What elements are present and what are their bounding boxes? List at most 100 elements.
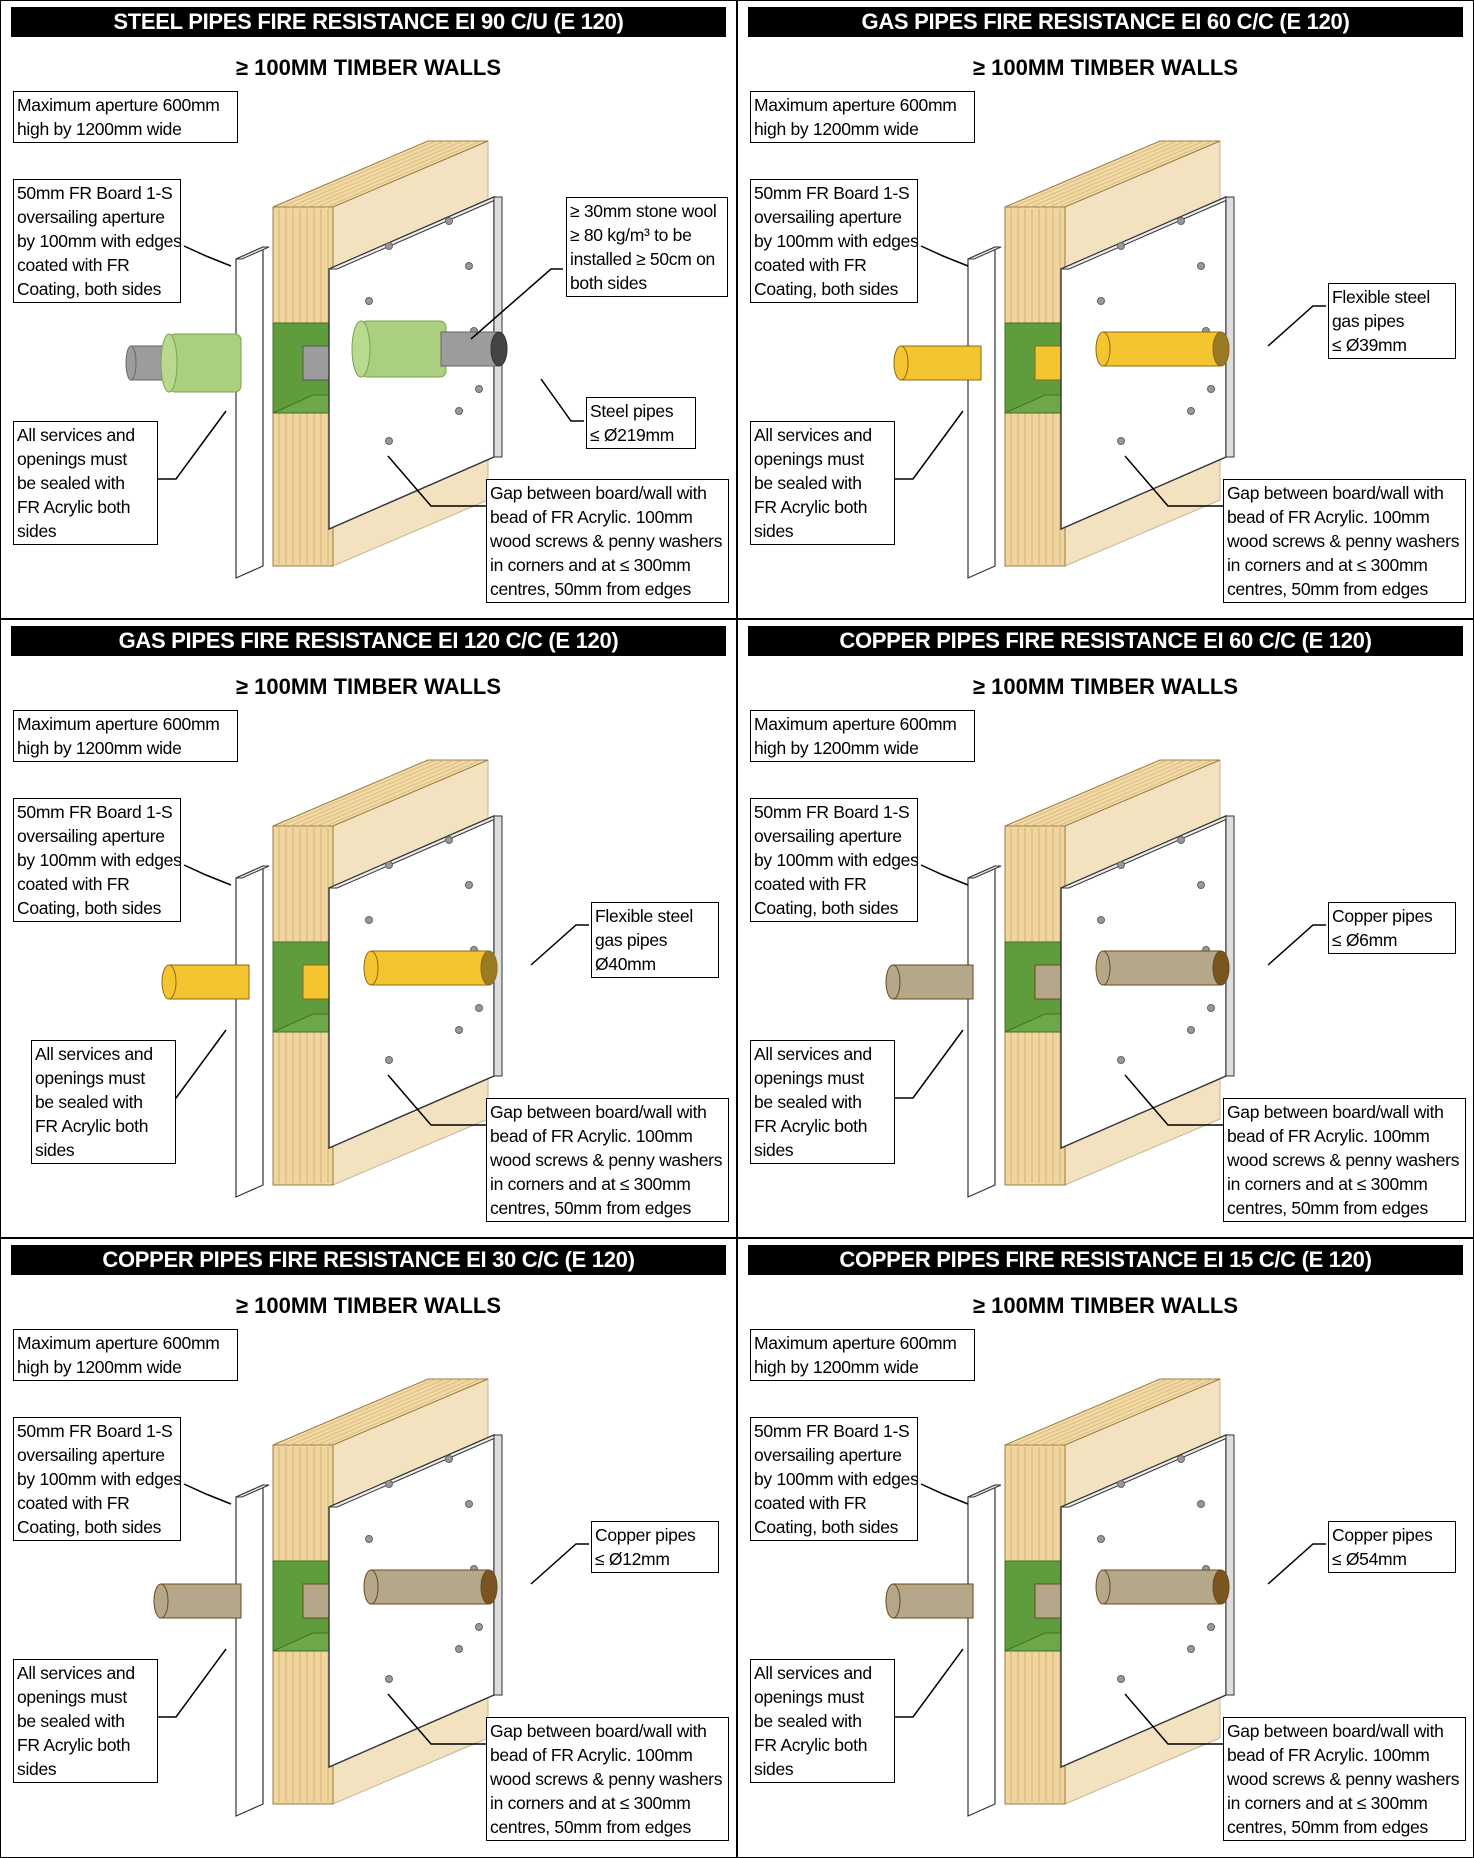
gap-note-line: Gap between board/wall with <box>490 1721 707 1741</box>
services-note-line: sides <box>754 1140 794 1160</box>
aperture-note-line: Maximum aperture 600mm <box>17 1333 220 1353</box>
screw-dot <box>1097 1535 1105 1543</box>
penetration-diagram <box>153 1378 589 1817</box>
pipe-note-line: Copper pipes <box>1332 1525 1433 1545</box>
left-pipe-end <box>885 964 901 1000</box>
penetration-diagram <box>158 759 589 1198</box>
timber-top-grain <box>298 1378 455 1446</box>
aperture-note-line: high by 1200mm wide <box>754 1357 919 1377</box>
services-note-line: All services and <box>754 1663 872 1683</box>
screw-dot <box>445 217 453 225</box>
pipe-note-line: Copper pipes <box>1332 906 1433 926</box>
right-pipe <box>440 331 500 367</box>
aperture-note-line: Maximum aperture 600mm <box>754 95 957 115</box>
timber-top-grain <box>298 140 455 208</box>
screw-dot <box>1187 1645 1195 1653</box>
aperture-note-line: Maximum aperture 600mm <box>754 1333 957 1353</box>
penetration-diagram <box>885 759 1326 1198</box>
screw-dot <box>455 1645 463 1653</box>
detail-panel: GAS PIPES FIRE RESISTANCE EI 60 C/C (E 1… <box>737 0 1474 619</box>
gap-note-line: in corners and at ≤ 300mm <box>1227 1174 1428 1194</box>
screw-dot <box>445 836 453 844</box>
services-note-line: openings must <box>754 1068 864 1088</box>
screw-dot <box>1207 1004 1215 1012</box>
right-pipe-opening <box>480 1569 498 1605</box>
left-pipe-stub <box>168 964 250 1000</box>
gap-note-line: bead of FR Acrylic. 100mm <box>490 1126 693 1146</box>
penetration-diagram <box>885 1378 1326 1817</box>
screw-dot <box>385 861 393 869</box>
services-note-line: be sealed with <box>35 1092 143 1112</box>
pipe-note-line: ≤ Ø6mm <box>1332 930 1398 950</box>
panel-title: COPPER PIPES FIRE RESISTANCE EI 60 C/C (… <box>748 626 1463 656</box>
fr-board-note-line: coated with FR <box>754 255 867 275</box>
timber-top-grain <box>280 140 437 208</box>
screw-dot <box>385 437 393 445</box>
timber-top-grain <box>289 140 446 208</box>
timber-top-grain <box>1021 1378 1178 1446</box>
timber-top-grain <box>325 140 482 208</box>
pipe-note-line: Ø40mm <box>595 954 656 974</box>
leader-line <box>183 864 232 886</box>
services-note-line: All services and <box>754 1044 872 1064</box>
services-note-line: All services and <box>35 1044 153 1064</box>
leader-line <box>920 864 969 886</box>
left-pipe-end <box>153 1583 169 1619</box>
fr-board-note-line: by 100mm with edges <box>17 1469 182 1489</box>
screw-dot <box>1177 1455 1185 1463</box>
left-fr-board <box>967 246 996 579</box>
left-fr-board <box>967 865 996 1198</box>
timber-top-grain <box>280 1378 437 1446</box>
leader-line <box>920 1483 969 1505</box>
screw-dot <box>385 1675 393 1683</box>
timber-top-grain <box>1030 140 1187 208</box>
aperture-note-line: high by 1200mm wide <box>754 738 919 758</box>
timber-top-grain <box>1057 759 1214 827</box>
timber-top-grain <box>1048 759 1205 827</box>
fr-board-note-line: by 100mm with edges <box>754 231 919 251</box>
left-fr-board-top <box>235 246 270 260</box>
fr-board-note-line: 50mm FR Board 1-S <box>17 1421 173 1441</box>
right-fr-board-side <box>1225 196 1235 458</box>
left-fr-board-top <box>235 865 270 879</box>
gap-note-line: wood screws & penny washers <box>490 1769 723 1789</box>
gap-note-line: wood screws & penny washers <box>490 531 723 551</box>
services-note-line: FR Acrylic both <box>17 1735 131 1755</box>
fr-board-note-line: Coating, both sides <box>754 279 899 299</box>
gap-note-line: centres, 50mm from edges <box>490 1198 691 1218</box>
penetration-diagram <box>893 140 1326 579</box>
screw-dot <box>365 297 373 305</box>
left-fr-board-top <box>967 246 1002 260</box>
services-note-line: be sealed with <box>754 473 862 493</box>
timber-top-grain <box>307 140 464 208</box>
aperture-note: Maximum aperture 600mm high by 1200mm wid… <box>750 1329 975 1381</box>
gap-note-line: Gap between board/wall with <box>1227 1102 1444 1122</box>
left-stone-wool <box>168 333 242 393</box>
gap-note-line: Gap between board/wall with <box>490 1102 707 1122</box>
services-note-line: FR Acrylic both <box>35 1116 149 1136</box>
aperture-note-line: Maximum aperture 600mm <box>17 714 220 734</box>
panel-title: COPPER PIPES FIRE RESISTANCE EI 15 C/C (… <box>748 1245 1463 1275</box>
pipe-note-line: Steel pipes <box>590 401 674 421</box>
gap-note-line: bead of FR Acrylic. 100mm <box>490 507 693 527</box>
right-pipe <box>1102 950 1222 986</box>
screw-dot <box>1187 1026 1195 1034</box>
gap-note-line: wood screws & penny washers <box>1227 531 1460 551</box>
panel-subtitle: ≥ 100MM TIMBER WALLS <box>972 674 1239 699</box>
services-note-line: openings must <box>17 449 127 469</box>
right-pipe-back <box>363 950 379 986</box>
panel-subtitle: ≥ 100MM TIMBER WALLS <box>235 674 502 699</box>
pipe-note-line: Flexible steel <box>595 906 693 926</box>
screw-dot <box>365 916 373 924</box>
screw-dot <box>365 1535 373 1543</box>
pipe-note-line: ≤ Ø12mm <box>595 1549 670 1569</box>
